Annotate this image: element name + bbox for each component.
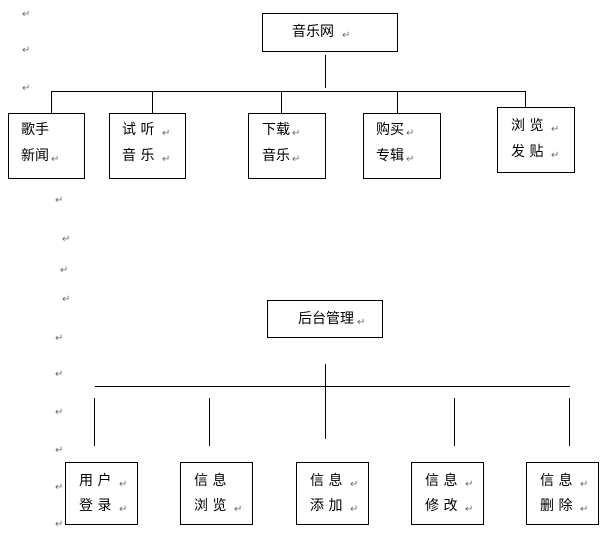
connector-line	[95, 386, 570, 387]
connector-line	[281, 91, 282, 113]
paragraph-mark: ↵	[342, 30, 351, 41]
connector-line	[51, 91, 52, 113]
paragraph-mark: ↵	[60, 265, 69, 276]
paragraph-mark: ↵	[55, 333, 64, 344]
child-node-info-modify: 信 息 ↵ 修 改 ↵	[411, 462, 484, 525]
node-label-line2: 修 改	[425, 498, 458, 514]
node-label-line2: 音 乐	[122, 148, 155, 164]
connector-line	[397, 91, 398, 113]
paragraph-mark: ↵	[62, 234, 71, 245]
root-node-music-site: 音乐网 ↵	[262, 13, 398, 52]
connector-line	[152, 91, 153, 113]
paragraph-mark: ↵	[551, 150, 560, 161]
paragraph-mark: ↵	[55, 407, 64, 418]
node-label-line1: 信 息	[310, 473, 343, 489]
child-node-buy-album: 购买 ↵ 专辑 ↵	[363, 113, 441, 179]
paragraph-mark: ↵	[119, 479, 128, 490]
paragraph-mark: ↵	[551, 124, 560, 135]
node-label-line1: 试 听	[122, 122, 155, 138]
paragraph-mark: ↵	[55, 445, 64, 456]
node-label-line2: 浏 览	[194, 498, 227, 514]
paragraph-mark: ↵	[51, 154, 60, 165]
paragraph-mark: ↵	[580, 479, 589, 490]
paragraph-mark: ↵	[465, 479, 474, 490]
paragraph-mark: ↵	[162, 128, 171, 139]
paragraph-mark: ↵	[292, 154, 301, 165]
paragraph-mark: ↵	[55, 482, 64, 493]
paragraph-mark: ↵	[292, 128, 301, 139]
connector-line	[325, 55, 326, 88]
paragraph-mark: ↵	[22, 9, 31, 20]
connector-line	[94, 398, 95, 446]
node-label-line1: 信 息	[425, 473, 458, 489]
paragraph-mark: ↵	[162, 154, 171, 165]
paragraph-mark: ↵	[350, 479, 359, 490]
node-label-line2: 专辑	[376, 148, 404, 164]
child-node-singer-news: 歌手 新闻 ↵	[8, 113, 85, 179]
paragraph-mark: ↵	[350, 504, 359, 515]
paragraph-mark: ↵	[406, 128, 415, 139]
paragraph-mark: ↵	[22, 45, 31, 56]
child-node-info-browse: 信 息 浏 览 ↵	[180, 462, 253, 525]
paragraph-mark: ↵	[22, 83, 31, 94]
node-label-line1: 购买	[376, 122, 404, 138]
root-node-backend-admin: 后台管理 ↵	[267, 300, 383, 338]
node-label-line2: 新闻	[21, 148, 49, 164]
child-node-browse-post: 浏 览 ↵ 发 贴 ↵	[497, 107, 575, 173]
paragraph-mark: ↵	[234, 504, 243, 515]
node-label-line1: 用 户	[79, 473, 112, 489]
paragraph-mark: ↵	[55, 195, 64, 206]
connector-line	[525, 91, 526, 107]
paragraph-mark: ↵	[55, 519, 64, 530]
node-label-line2: 发 贴	[511, 144, 544, 160]
connector-line	[454, 398, 455, 446]
paragraph-mark: ↵	[406, 154, 415, 165]
connector-line	[51, 91, 526, 92]
connector-line	[569, 398, 570, 446]
child-node-preview-music: 试 听 ↵ 音 乐 ↵	[109, 113, 186, 179]
node-label-line2: 登 录	[79, 498, 112, 514]
connector-line	[325, 364, 326, 439]
root-node-label: 音乐网	[292, 24, 334, 40]
node-label-line1: 下载	[262, 122, 290, 138]
node-label-line1: 信 息	[540, 473, 573, 489]
paragraph-mark: ↵	[55, 369, 64, 380]
paragraph-mark: ↵	[357, 317, 366, 328]
paragraph-mark: ↵	[580, 504, 589, 515]
paragraph-mark: ↵	[119, 504, 128, 515]
node-label-line2: 音乐	[262, 148, 290, 164]
child-node-info-delete: 信 息 ↵ 删 除 ↵	[526, 462, 599, 525]
child-node-user-login: 用 户 ↵ 登 录 ↵	[65, 462, 138, 525]
paragraph-mark: ↵	[465, 504, 474, 515]
node-label-line1: 信 息	[194, 473, 227, 489]
node-label-line1: 浏 览	[511, 118, 544, 134]
paragraph-mark: ↵	[62, 294, 71, 305]
node-label-line1: 歌手	[21, 122, 49, 138]
node-label-line2: 删 除	[540, 498, 573, 514]
root-node-label: 后台管理	[298, 311, 354, 327]
child-node-info-add: 信 息 ↵ 添 加 ↵	[296, 462, 369, 525]
connector-line	[209, 398, 210, 446]
child-node-download-music: 下载 ↵ 音乐 ↵	[248, 113, 326, 179]
node-label-line2: 添 加	[310, 498, 343, 514]
